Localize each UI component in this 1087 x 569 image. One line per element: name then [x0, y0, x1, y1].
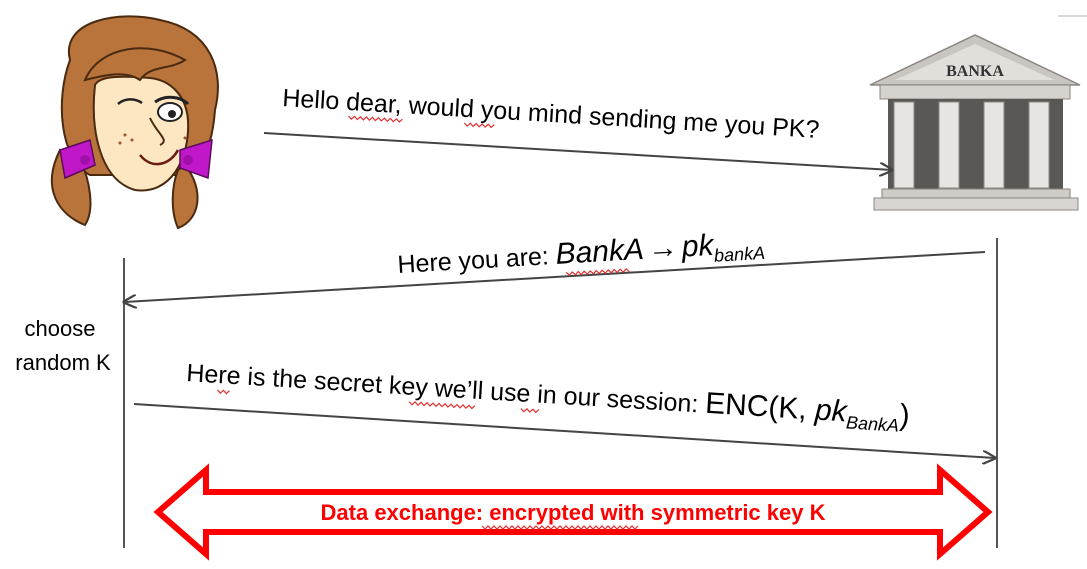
message-2-pk: pk: [680, 229, 717, 264]
message-3-close: ): [899, 399, 911, 433]
message-1-text: Hello dear, would you mind sending me yo…: [282, 84, 821, 144]
message-2-prefix: Here you are:: [397, 242, 557, 279]
bank-label: BANKA: [946, 63, 1004, 80]
message-3-pk: pk: [813, 393, 850, 428]
data-exchange-label: Data exchange: encrypted with symmetric …: [321, 500, 826, 525]
side-note-random-k: random K: [15, 350, 111, 375]
message-3-prefix: Here is the secret key we’ll use in our …: [186, 359, 706, 419]
message-2-arrow-glyph: →: [647, 231, 679, 266]
bank-building-icon: BANKA: [869, 34, 1081, 211]
message-3-text: Here is the secret key we’ll use in our …: [185, 355, 910, 436]
message-3-enc: ENC(K,: [704, 387, 816, 427]
data-exchange-double-arrow: [153, 463, 993, 561]
message-2-pk-subscript: bankA: [713, 243, 765, 266]
girl-cartoon-icon: [50, 15, 219, 230]
message-2-bank: BankA: [555, 233, 645, 271]
message-2-arrow: [124, 251, 986, 302]
side-note-choose: choose: [25, 316, 96, 341]
message-1-arrow: [263, 132, 892, 170]
message-3-pk-subscript: BankA: [845, 412, 899, 435]
message-3-arrow: [133, 403, 995, 458]
